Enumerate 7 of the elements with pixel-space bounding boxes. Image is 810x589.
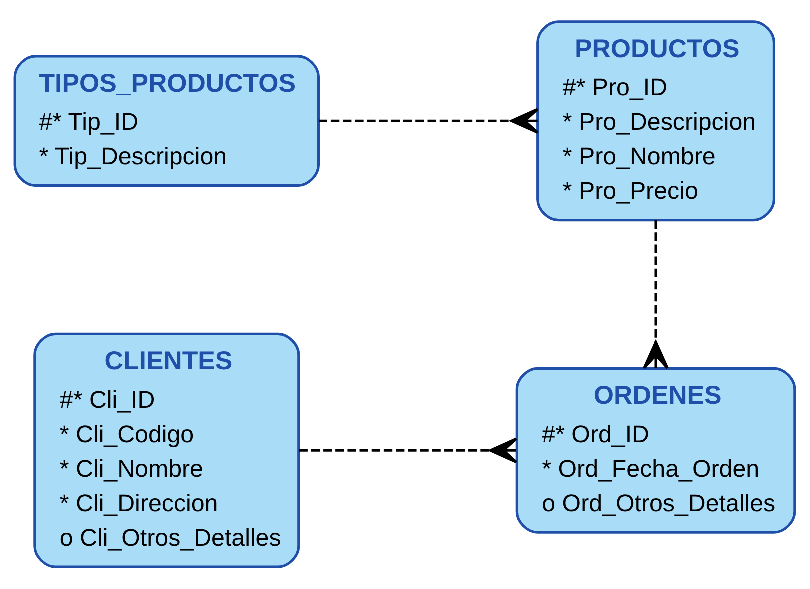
node-box: PRODUCTOS #* Pro_ID * Pro_Descripcion * Pro_Nombre * Pro_Precio	[536, 20, 776, 222]
connector	[643, 220, 669, 370]
node-box: CLIENTES #* Cli_ID * Cli_Codigo * Cli_Nombre * Cli_Direccion o Cli_Otros_Detalles	[34, 332, 300, 568]
connector	[318, 108, 540, 134]
connector	[299, 438, 518, 464]
node-box: TIPOS_PRODUCTOS #* Tip_ID * Tip_Descripcion	[14, 55, 320, 188]
node-box: ORDENES #* Ord_ID * Ord_Fecha_Orden o Ord_Otros_Detalles	[516, 367, 796, 534]
